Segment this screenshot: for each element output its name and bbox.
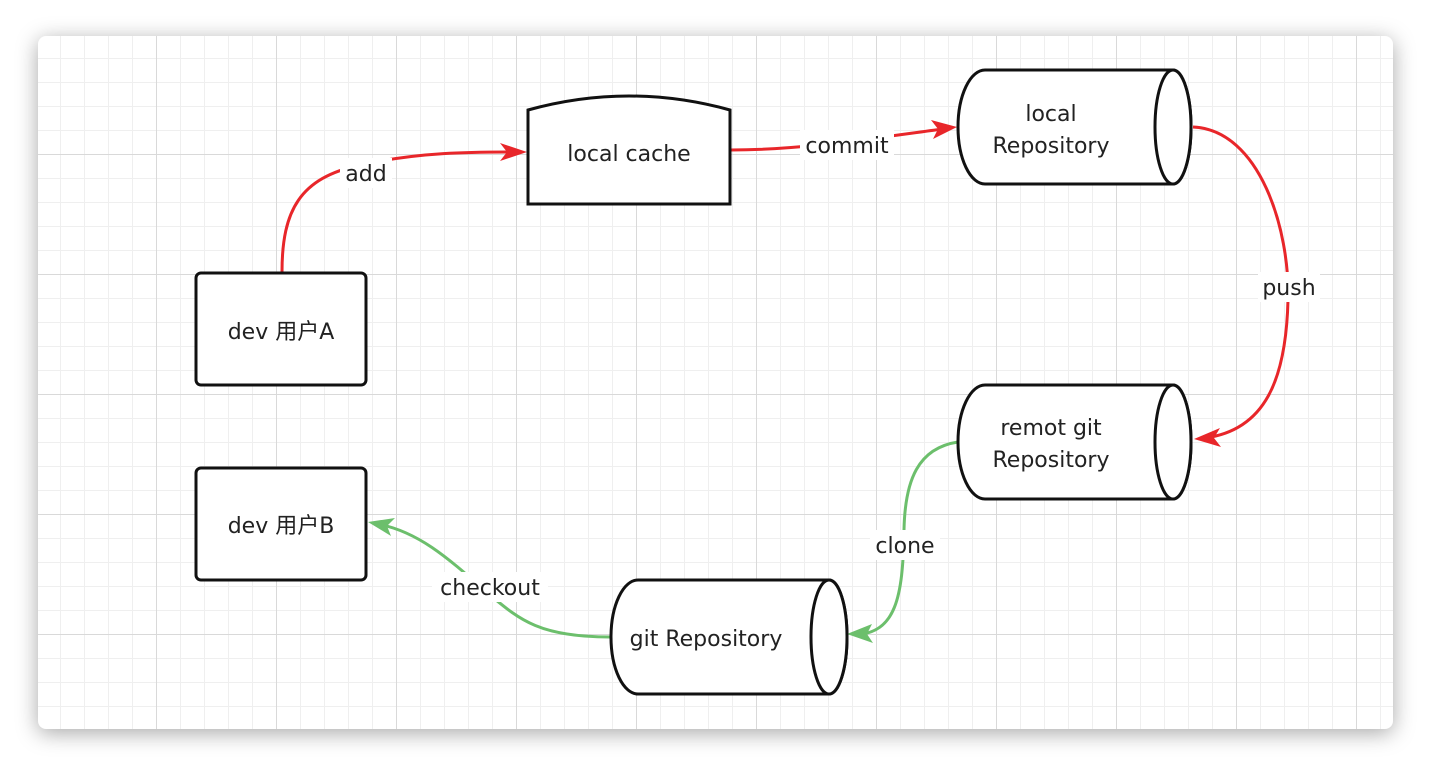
node-dev-user-b[interactable]: dev 用户B: [194, 466, 368, 582]
svg-text:dev 用户B: dev 用户B: [228, 514, 335, 539]
svg-text:dev 用户A: dev 用户A: [228, 320, 335, 345]
node-git-repository[interactable]: git Repository: [609, 578, 849, 696]
edge-add: [280, 143, 527, 273]
node-remote-git-repository[interactable]: remot git Repository: [956, 383, 1193, 501]
svg-text:checkout: checkout: [440, 576, 540, 601]
node-local-repository[interactable]: local Repository: [956, 68, 1193, 186]
svg-text:git Repository: git Repository: [630, 627, 783, 652]
svg-text:add: add: [345, 162, 386, 187]
edge-label-add: add: [340, 158, 392, 188]
svg-text:commit: commit: [805, 134, 889, 159]
node-local-cache[interactable]: local cache: [526, 94, 732, 206]
node-dev-user-a[interactable]: dev 用户A: [194, 271, 368, 387]
edge-label-checkout: checkout: [432, 572, 548, 602]
svg-text:clone: clone: [875, 534, 934, 559]
svg-text:Repository: Repository: [993, 134, 1110, 159]
edge-label-push: push: [1258, 272, 1320, 302]
svg-text:local cache: local cache: [567, 142, 690, 167]
svg-text:push: push: [1262, 276, 1315, 301]
edge-label-clone: clone: [870, 530, 940, 560]
edge-label-commit: commit: [800, 130, 894, 160]
svg-text:remot git: remot git: [1000, 416, 1102, 441]
svg-text:Repository: Repository: [993, 448, 1110, 473]
svg-text:local: local: [1025, 102, 1076, 127]
